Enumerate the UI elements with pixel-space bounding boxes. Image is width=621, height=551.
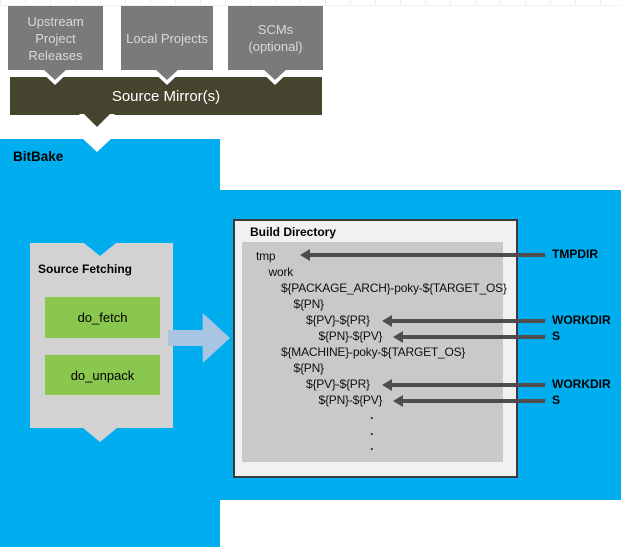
tree-entry: ${PV}-${PR} [306,377,370,391]
tree-entry: ${PN}-${PV} [318,393,383,407]
tree-ellipsis-dot: . [370,407,374,422]
source-fetching-title: Source Fetching [38,262,133,276]
tmpdir-arrow-icon [300,249,310,261]
upstream-releases-label: Upstream Project Releases [27,13,84,63]
s-arrow-icon-1 [393,331,403,343]
tree-entry: ${PV}-${PR} [306,313,370,327]
tree-entry: work [268,265,294,279]
workdir-arrow-line-1 [391,319,545,323]
do-fetch-task: do_fetch [45,297,160,338]
table-artifact-lines [0,0,621,6]
s-label-1: S [552,329,561,343]
s-arrow-line-1 [402,335,545,339]
workdir-arrow-icon-2 [382,379,392,391]
tree-entry: ${MACHINE}-poky-${TARGET_OS} [281,345,466,359]
build-directory-title: Build Directory [250,225,337,239]
s-arrow-line-2 [402,399,545,403]
s-label-2: S [552,393,561,407]
source-mirror-label: Source Mirror(s) [111,87,221,105]
tree-entry: ${PN} [293,297,325,311]
upstream-releases-box: Upstream Project Releases [8,6,103,70]
tmpdir-arrow-line [309,253,545,257]
tree-entry: ${PN} [293,361,325,375]
tree-entry: ${PN}-${PV} [318,329,383,343]
scms-tail [263,69,287,80]
do-unpack-label: do_unpack [70,367,135,383]
tree-ellipsis-dot: . [370,422,374,438]
tree-entry: ${PACKAGE_ARCH}-poky-${TARGET_OS} [281,281,507,295]
tree-entry: tmp [256,249,276,263]
upstream-tail [43,69,67,80]
local-projects-box: Local Projects [121,6,213,70]
tmpdir-label: TMPDIR [552,247,598,261]
workdir-arrow-icon-1 [382,315,392,327]
directory-tree: tmp work ${PACKAGE_ARCH}-poky-${TARGET_OS}… [242,242,507,462]
bitbake-label: BitBake [13,149,64,164]
workdir-label-1: WORKDIR [552,313,611,327]
do-fetch-label: do_fetch [77,310,128,325]
s-arrow-icon-2 [393,395,403,407]
workdir-arrow-line-2 [391,383,545,387]
do-unpack-task: do_unpack [45,355,160,395]
workdir-label-2: WORKDIR [552,377,611,391]
local-tail [155,69,179,80]
tree-ellipsis-dot: . [370,438,374,453]
source-mirror-bar: Source Mirror(s) [10,77,322,115]
local-projects-label: Local Projects [126,30,208,46]
scms-label: SCMs (optional) [248,22,303,54]
scms-box: SCMs (optional) [228,6,323,70]
